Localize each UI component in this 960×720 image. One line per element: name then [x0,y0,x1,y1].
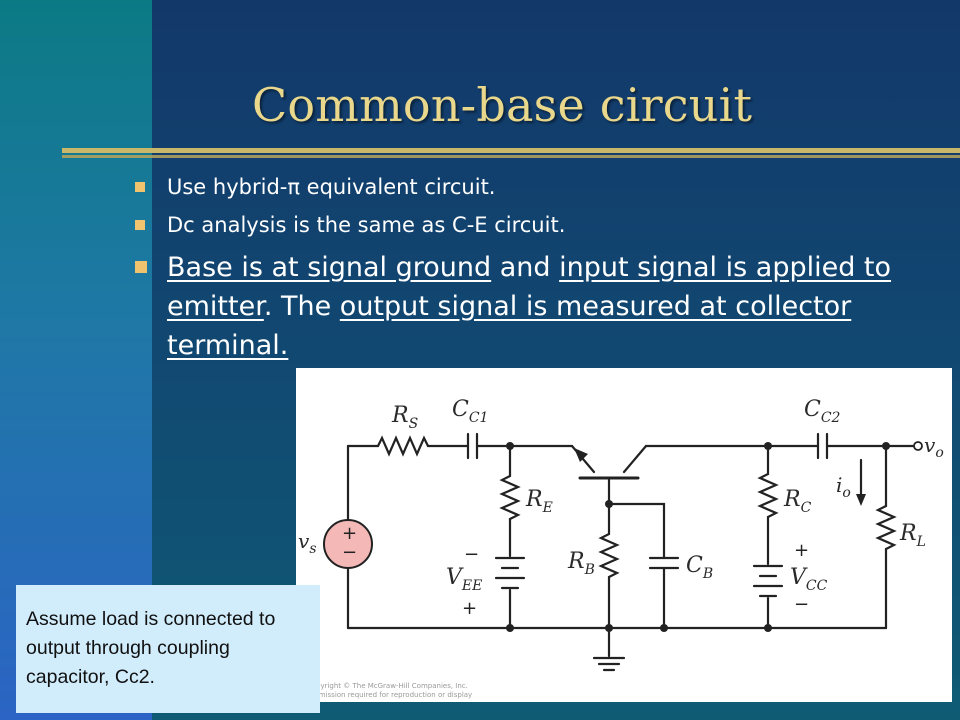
underlined-phrase: Base is at signal ground [167,252,492,283]
bullet-item: Use hybrid-π equivalent circuit. [135,172,935,202]
output-terminal [913,441,923,451]
transistor-collector-lead [622,444,648,474]
label-rb: RB [567,549,595,578]
resistor-rb [598,532,620,579]
battery-vcc [752,564,784,598]
capacitor-cc1 [466,432,479,460]
resistor-re [499,474,521,521]
label-re: RE [525,487,553,516]
circuit-diagram: + − vs RS CC1 RE − VEE + RB CB RC + VCC … [298,397,944,672]
underlined-phrase: output signal is measured at collector t… [167,291,852,361]
bullet-text: and [491,252,560,283]
capacitor-cb [648,556,680,570]
wire-cb-top [607,502,666,560]
label-rl: RL [899,521,926,550]
label-vcc-minus: − [794,594,809,615]
transistor-emitter-arrow [574,448,588,462]
label-cc2: CC2 [804,397,841,426]
resistor-rl [875,504,897,551]
bullet-square-icon [135,220,145,230]
battery-vee [494,556,526,590]
underlined-phrase: input signal is applied to emitter [167,252,892,322]
note-callout: Assume load is connected to output throu… [16,585,320,713]
title-underline-secondary [62,155,960,158]
label-cc1: CC1 [452,397,488,426]
label-cb: CB [686,553,713,582]
resistor-rc [757,472,779,519]
label-vee-minus: − [464,544,479,565]
label-vo: vo [924,433,944,461]
capacitor-cc2 [816,432,829,460]
label-vs: vs [298,529,317,557]
label-rs: RS [391,403,418,432]
bullet-square-icon [135,261,147,273]
circuit-figure: + − vs RS CC1 RE − VEE + RB CB RC + VCC … [296,368,952,702]
label-vcc: VCC [790,565,828,594]
junction-dots [506,442,890,632]
label-vee-plus: + [462,598,477,619]
source-minus-sign: − [342,542,357,563]
bullet-text: Use hybrid-π equivalent circuit. [167,175,496,199]
voltage-source-vs [323,519,373,569]
label-vee: VEE [446,565,482,594]
label-io: io [836,473,851,501]
label-vcc-plus: + [794,540,809,561]
io-arrow-head [856,494,866,506]
bullet-square-icon [135,182,145,192]
bullet-text: . The [263,291,340,322]
bullet-list: Use hybrid-π equivalent circuit. Dc anal… [135,172,935,365]
copyright-line: rmission required for reproduction or di… [316,691,473,699]
resistor-rs [376,435,430,457]
bullet-text: Dc analysis is the same as C-E circuit. [167,213,566,237]
slide-title: Common-base circuit [252,78,753,132]
copyright-notice: pyright © The McGraw-Hill Companies, Inc… [316,682,472,700]
bullet-item: Dc analysis is the same as C-E circuit. [135,210,935,240]
copyright-line: pyright © The McGraw-Hill Companies, Inc… [316,682,468,690]
bullet-item-emphasis: Base is at signal ground and input signa… [135,248,935,365]
ground-symbol-icon [592,656,626,672]
title-underline [62,148,960,153]
label-rc: RC [783,487,812,516]
source-plus-sign: + [342,523,357,544]
